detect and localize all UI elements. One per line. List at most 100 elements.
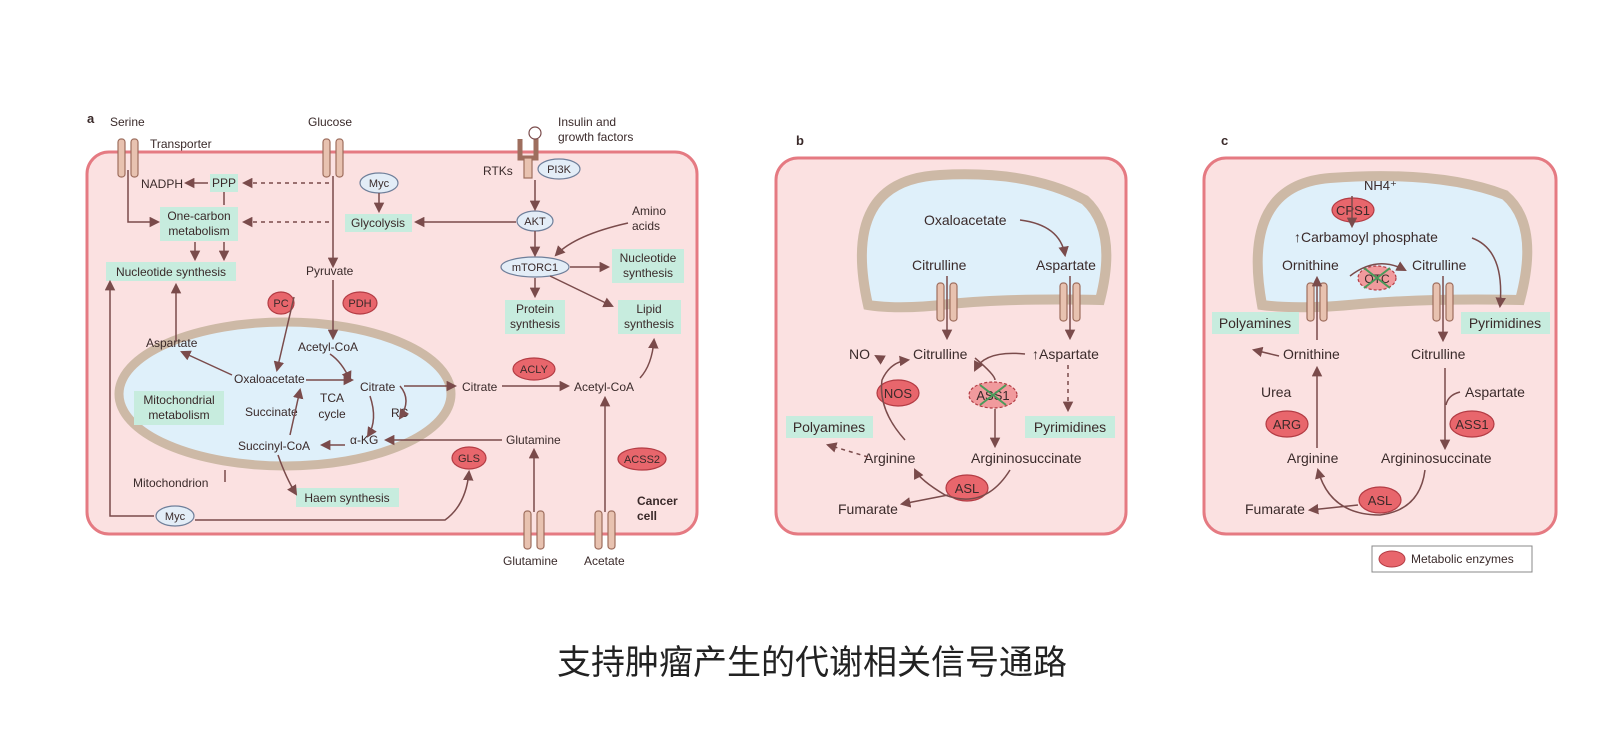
aspartate-label: Aspartate	[146, 336, 198, 350]
acetyl-coa-mito-label: Acetyl-CoA	[298, 340, 358, 354]
b-pyrimidines-label: Pyrimidines	[1034, 419, 1106, 435]
mito-metabolism-box	[134, 391, 224, 425]
acss2-enzyme	[617, 447, 667, 471]
pi3k-label: PI3K	[547, 164, 572, 176]
rtk-receptor-icon	[517, 126, 542, 179]
panel-b: b Oxaloacetate Citrulline Aspartate NO C…	[774, 133, 1128, 536]
cell-label: cell	[637, 509, 657, 523]
one-carbon-label-1: One-carbon	[167, 209, 230, 223]
protein-synthesis-label-1: Protein	[516, 302, 554, 316]
b-polyamines-box	[786, 416, 873, 438]
myc-label-bottom: Myc	[165, 511, 186, 523]
c-carbamoyl-label: ↑Carbamoyl phosphate	[1294, 229, 1438, 245]
pdh-label: PDH	[348, 298, 371, 310]
b-nos-label: NOS	[884, 386, 913, 401]
b-citrulline-cyto-label: Citrulline	[913, 346, 968, 362]
nucleotide-right-label-2: synthesis	[623, 266, 673, 280]
citrate-cyto-label: Citrate	[462, 380, 498, 394]
b-oxaloacetate-label: Oxaloacetate	[924, 212, 1007, 228]
c-polyamines-box	[1212, 312, 1299, 334]
mtorc1-label: mTORC1	[512, 262, 558, 274]
tca-label-2: cycle	[318, 407, 346, 421]
glutamine-outside-label: Glutamine	[503, 554, 558, 568]
panel-b-arrows	[825, 219, 1076, 508]
pdh-enzyme	[342, 291, 378, 315]
c-citrulline-cyto-label: Citrulline	[1411, 346, 1466, 362]
lipid-synthesis-box	[618, 300, 681, 334]
mito-metabolism-label-1: Mitochondrial	[143, 393, 214, 407]
c-argininosuccinate-label: Argininosuccinate	[1381, 450, 1492, 466]
protein-synthesis-box	[505, 300, 565, 334]
citrate-mito-label: Citrate	[360, 380, 396, 394]
myc-node-bottom	[155, 505, 195, 527]
haem-synthesis-box	[296, 488, 399, 507]
panel-c-mitochondrion	[1252, 171, 1533, 313]
b-aspartate-mito-label: Aspartate	[1036, 257, 1096, 273]
b-polyamines-label: Polyamines	[793, 419, 865, 435]
insulin-label: Insulin and	[558, 115, 616, 129]
panel-b-letter: b	[796, 133, 804, 148]
panel-c-arrows	[1251, 196, 1506, 516]
panel-a: a Serine Transporter Glucose Insulin and…	[85, 111, 699, 568]
rc-label: RC	[391, 406, 409, 420]
c-ornithine-mito-label: Ornithine	[1282, 257, 1339, 273]
mito-metabolism-label-2: metabolism	[148, 408, 209, 422]
panel-a-letter: a	[87, 111, 95, 126]
c-nh4-label: NH4⁺	[1364, 178, 1397, 193]
mitochondrion-label: Mitochondrion	[133, 476, 208, 490]
lipid-synthesis-label-1: Lipid	[636, 302, 661, 316]
akg-label: α-KG	[350, 433, 378, 447]
acly-enzyme	[512, 357, 556, 381]
transporter-label: Transporter	[150, 137, 212, 151]
acly-label: ACLY	[520, 364, 549, 376]
b-citrulline-mito-label: Citrulline	[912, 257, 967, 273]
c-pyrimidines-label: Pyrimidines	[1469, 315, 1541, 331]
ppp-box	[210, 174, 238, 192]
panel-a-arrows	[104, 170, 659, 521]
acss2-label: ACSS2	[624, 454, 660, 466]
b-arginine-label: Arginine	[864, 450, 916, 466]
nadph-label: NADPH	[141, 177, 183, 191]
b-fumarate-label: Fumarate	[838, 501, 898, 517]
one-carbon-label-2: metabolism	[168, 224, 229, 238]
c-aspartate-label: Aspartate	[1465, 384, 1525, 400]
glucose-label: Glucose	[308, 115, 352, 129]
c-ornithine-cyto-label: Ornithine	[1283, 346, 1340, 362]
tca-label-1: TCA	[320, 391, 344, 405]
glycolysis-box	[345, 214, 412, 232]
pyruvate-label: Pyruvate	[306, 264, 354, 278]
c-cps1-label: CPS1	[1336, 203, 1370, 218]
c-otc-cross-icon	[1363, 267, 1391, 289]
nucleotide-synthesis-box-right	[612, 249, 684, 283]
succinyl-coa-label: Succinyl-CoA	[238, 439, 310, 453]
legend-enzyme-swatch	[1378, 550, 1406, 568]
c-ass1-label: ASS1	[1455, 417, 1488, 432]
c-arginine-label: Arginine	[1287, 450, 1339, 466]
gls-label: GLS	[458, 453, 480, 465]
b-argininosuccinate-label: Argininosuccinate	[971, 450, 1082, 466]
c-asl-enzyme	[1358, 486, 1402, 514]
b-asl-enzyme	[945, 474, 989, 502]
gls-enzyme	[451, 446, 487, 470]
growth-factors-label: growth factors	[558, 130, 633, 144]
acetyl-coa-cyto-label: Acetyl-CoA	[574, 380, 634, 394]
nucleotide-right-label-1: Nucleotide	[620, 251, 677, 265]
akt-label: AKT	[524, 216, 546, 228]
one-carbon-box	[160, 207, 238, 241]
nucleotide-synthesis-box-left	[106, 262, 236, 281]
c-arg-label: ARG	[1273, 417, 1301, 432]
succinate-label: Succinate	[245, 405, 298, 419]
c-polyamines-label: Polyamines	[1219, 315, 1291, 331]
b-asl-label: ASL	[955, 481, 980, 496]
ppp-label: PPP	[212, 176, 236, 190]
glycolysis-label: Glycolysis	[351, 216, 405, 230]
pi3k-node	[537, 158, 581, 180]
panel-c: c NH4⁺ CPS1 ↑Carbamoyl phosphate Ornithi…	[1202, 133, 1558, 573]
b-aspartate-cyto-label: ↑Aspartate	[1032, 346, 1099, 362]
b-nos-enzyme	[876, 379, 920, 407]
panel-c-letter: c	[1221, 133, 1228, 148]
b-ass1-cross-icon	[979, 384, 1007, 406]
myc-label-top: Myc	[369, 178, 390, 190]
figure-caption: 支持肿瘤产生的代谢相关信号通路	[557, 643, 1067, 683]
